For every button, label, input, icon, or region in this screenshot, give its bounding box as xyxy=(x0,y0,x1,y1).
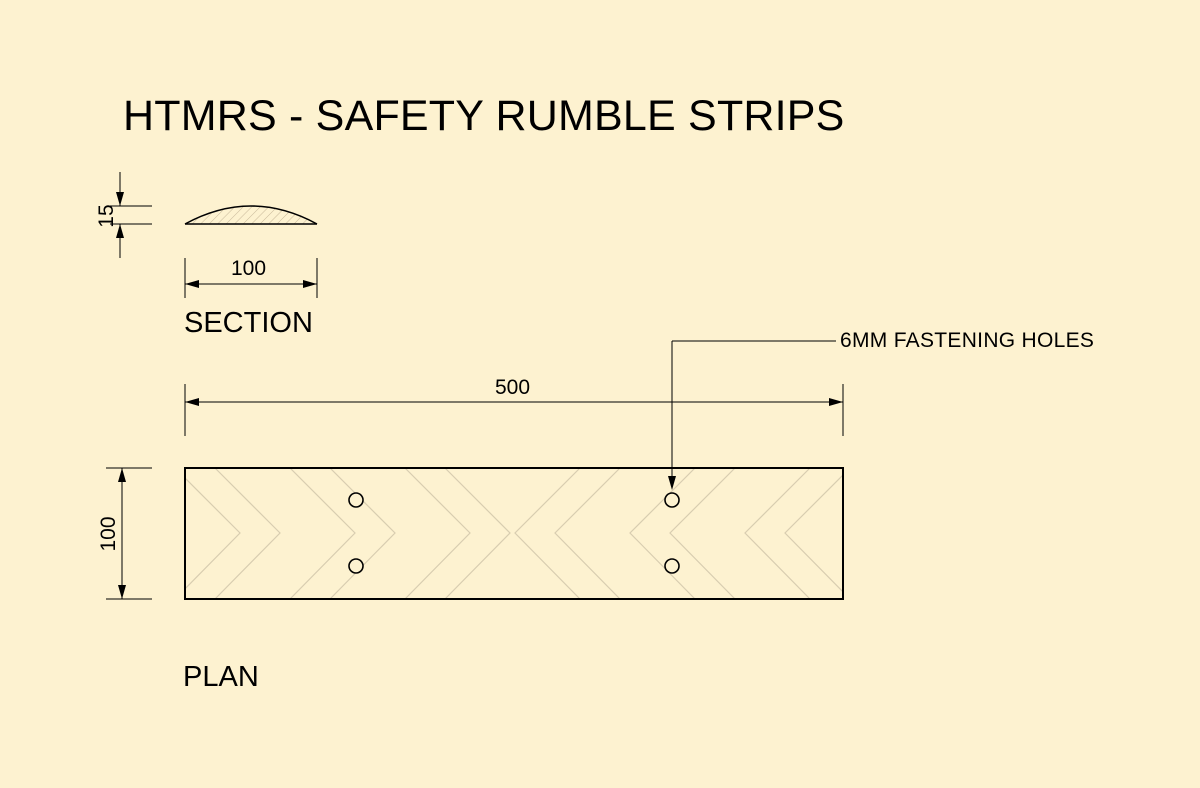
fastening-hole xyxy=(664,558,680,574)
section-label: SECTION xyxy=(184,307,313,339)
plan-label: PLAN xyxy=(183,661,259,693)
fastening-hole xyxy=(348,558,364,574)
fastening-hole xyxy=(348,492,364,508)
plan-length-label: 500 xyxy=(495,376,531,399)
section-width-dimension xyxy=(184,258,318,298)
section-width-label: 100 xyxy=(231,257,267,280)
plan-width-label: 100 xyxy=(97,516,120,552)
hole-callout-label: 6MM FASTENING HOLES xyxy=(840,329,1095,352)
hole-callout-leader xyxy=(668,340,836,490)
fastening-holes xyxy=(348,492,680,574)
plan-length-dimension xyxy=(184,384,844,436)
drawing-title: HTMRS - SAFETY RUMBLE STRIPS xyxy=(123,92,845,140)
fastening-hole xyxy=(664,492,680,508)
section-profile xyxy=(184,205,318,225)
plan-chevron-pattern xyxy=(185,468,843,599)
section-height-label: 15 xyxy=(95,204,118,228)
plan-outline xyxy=(184,467,844,600)
section-height-dimension xyxy=(110,172,152,258)
plan-width-dimension xyxy=(106,467,152,600)
